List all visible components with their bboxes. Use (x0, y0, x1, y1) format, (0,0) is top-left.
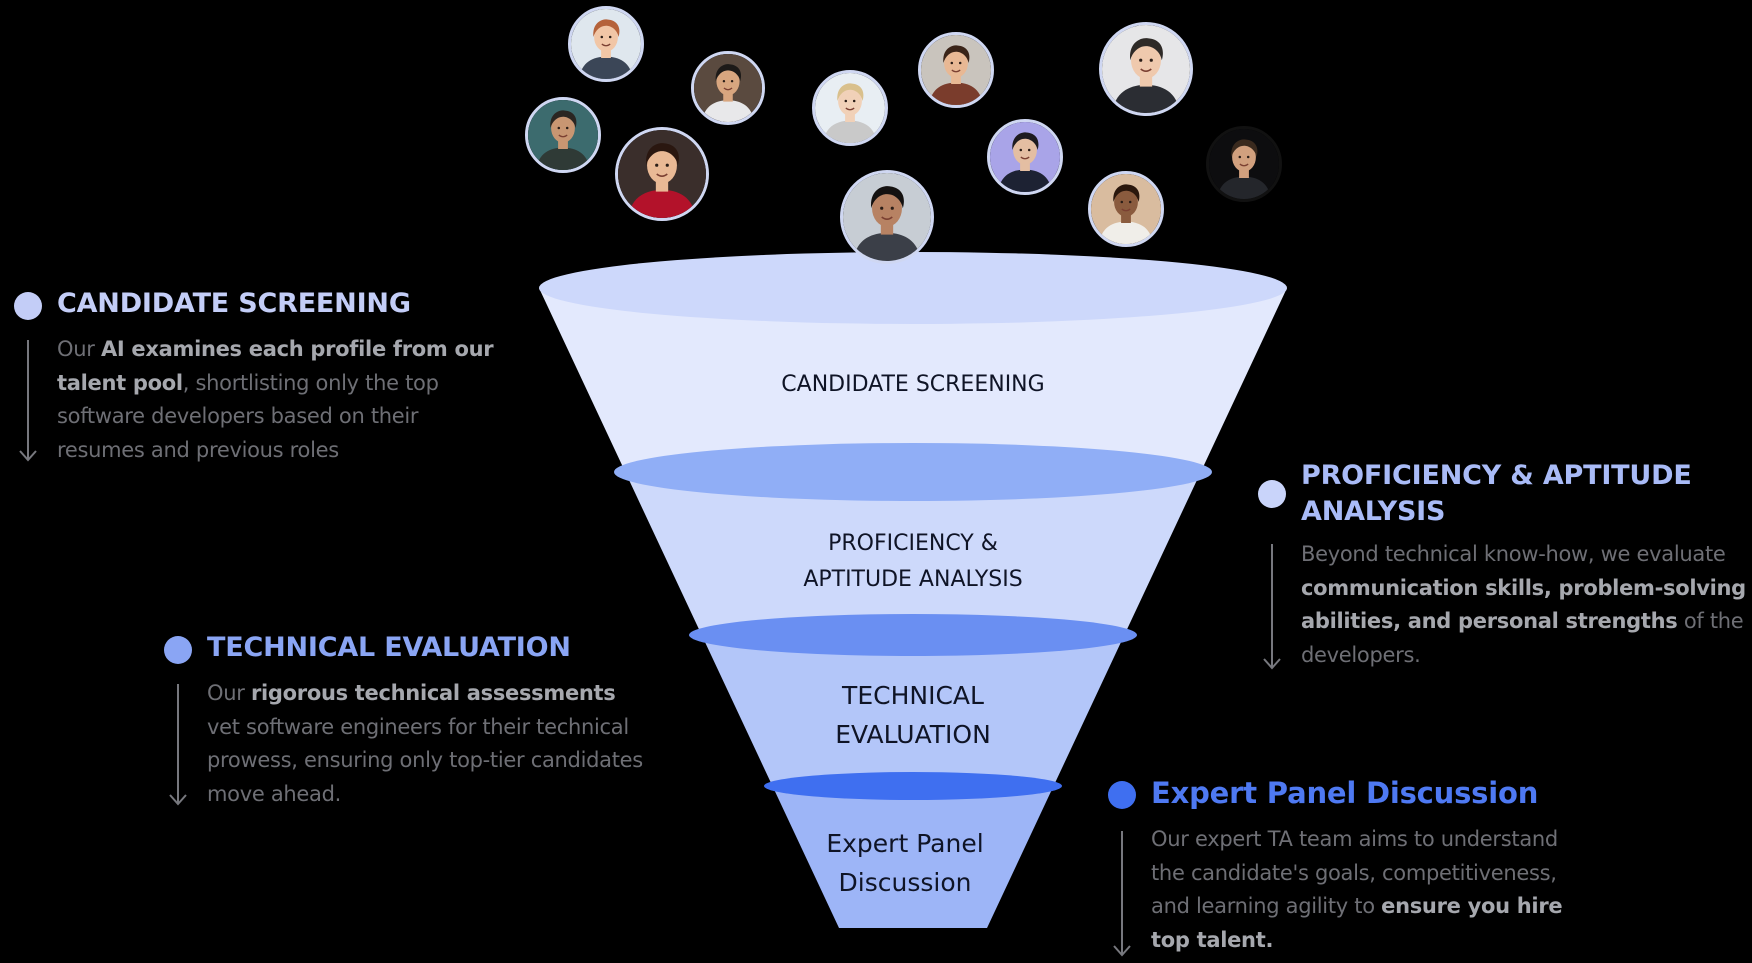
bullet-dot-icon (1258, 480, 1286, 508)
funnel-label-line: CANDIDATE SCREENING (781, 372, 1045, 397)
funnel-label-line: Discussion (838, 868, 972, 897)
emphasis-text: communication skills, problem-solving ab… (1301, 575, 1746, 634)
avatar-woman-beanie (812, 70, 888, 146)
bullet-dot-icon (164, 636, 192, 664)
section-title-line: PROFICIENCY & APTITUDE (1301, 460, 1692, 491)
section-title: CANDIDATE SCREENING (57, 288, 411, 319)
description-text: , shortlisting only the top software dev… (57, 370, 439, 462)
description-text: Our (207, 681, 251, 705)
section-description: Our rigorous technical assessments vet s… (207, 677, 647, 811)
down-arrow-icon (1263, 544, 1281, 670)
section-expert-panel: Expert Panel Discussion Our expert TA te… (1108, 776, 1608, 963)
section-title-line: ANALYSIS (1301, 496, 1446, 527)
portrait-icon (921, 35, 991, 105)
section-description: Our AI examines each profile from our ta… (57, 333, 497, 467)
funnel-label-proficiency: PROFICIENCY & APTITUDE ANALYSIS (713, 526, 1113, 598)
funnel-label-technical: TECHNICAL EVALUATION (713, 676, 1113, 754)
section-title: TECHNICAL EVALUATION (207, 632, 571, 663)
down-arrow-icon (1113, 831, 1131, 957)
section-candidate-screening: CANDIDATE SCREENING Our AI examines each… (14, 288, 534, 478)
funnel-label-candidate-screening: CANDIDATE SCREENING (713, 370, 1113, 400)
emphasis-text: AI examines each profile from our talent… (57, 337, 494, 395)
funnel-rim-3 (689, 614, 1137, 656)
portrait-icon (843, 173, 931, 261)
funnel-rim-top (539, 252, 1287, 324)
description-text: Our expert TA team aims to understand th… (1151, 827, 1558, 918)
portrait-icon (990, 122, 1060, 192)
portrait-icon (618, 130, 706, 218)
funnel-band-1 (539, 288, 1287, 472)
section-title: PROFICIENCY & APTITUDE ANALYSIS (1301, 458, 1692, 530)
portrait-icon (571, 9, 641, 79)
funnel-label-line: TECHNICAL (842, 681, 984, 710)
funnel-band-4 (772, 786, 1054, 928)
avatar-woman-purple-background (987, 119, 1063, 195)
avatar-woman-curly-hair (1088, 171, 1164, 247)
funnel-label-line: APTITUDE ANALYSIS (803, 567, 1023, 592)
funnel-label-line: Expert Panel (826, 829, 984, 858)
funnel-rim-2 (614, 443, 1212, 501)
avatar-woman-red-top (615, 127, 709, 221)
emphasis-text: ensure you hire top talent. (1151, 894, 1563, 952)
bullet-dot-icon (14, 292, 42, 320)
funnel-label-line: EVALUATION (835, 720, 991, 749)
avatar-man-light-background (1099, 22, 1193, 116)
funnel-label-expert-panel: Expert Panel Discussion (730, 824, 1080, 902)
section-title: Expert Panel Discussion (1151, 776, 1539, 810)
avatar-man-smiling-center (840, 170, 934, 264)
avatar-man-shirt-tie (691, 51, 765, 125)
avatar-woman-auburn-hair (568, 6, 644, 82)
down-arrow-icon (19, 340, 37, 462)
funnel-rim-4 (764, 772, 1062, 800)
section-proficiency-aptitude: PROFICIENCY & APTITUDE ANALYSIS Beyond t… (1258, 458, 1752, 688)
bullet-dot-icon (1108, 781, 1136, 809)
avatar-woman-smiling-dark-hair (918, 32, 994, 108)
portrait-icon (528, 100, 598, 170)
portrait-icon (694, 54, 762, 122)
portrait-icon (1209, 129, 1279, 199)
description-text: of the developers. (1301, 609, 1744, 667)
section-description: Our expert TA team aims to understand th… (1151, 823, 1591, 957)
down-arrow-icon (169, 684, 187, 806)
portrait-icon (815, 73, 885, 143)
portrait-icon (1091, 174, 1161, 244)
description-text: vet software engineers for their technic… (207, 714, 643, 806)
emphasis-text: rigorous technical assessments (250, 681, 616, 705)
section-description: Beyond technical know-how, we evaluate c… (1301, 538, 1749, 672)
funnel-band-3 (701, 635, 1125, 786)
funnel-band-2 (625, 472, 1201, 635)
avatar-man-beard-cap (525, 97, 601, 173)
section-technical-evaluation: TECHNICAL EVALUATION Our rigorous techni… (164, 632, 664, 822)
avatar-man-dark-background (1206, 126, 1282, 202)
portrait-icon (1102, 25, 1190, 113)
description-text: Our (57, 337, 101, 361)
funnel-label-line: PROFICIENCY & (828, 531, 998, 556)
description-text: Beyond technical know-how, we evaluate (1301, 542, 1726, 566)
